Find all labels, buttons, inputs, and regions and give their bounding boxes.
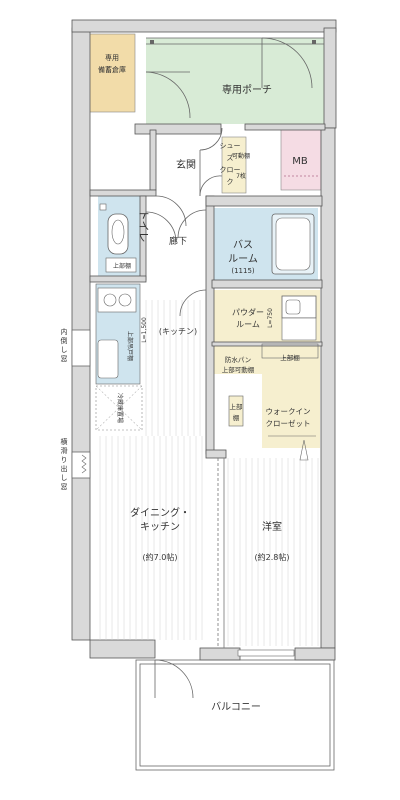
wic-shelf-label: 上部棚 <box>280 353 300 362</box>
western-label: 洋室 <box>262 520 282 533</box>
washpan-label-2: 上部可動棚 <box>222 365 255 374</box>
window-label-char: 窓 <box>61 482 68 491</box>
window-label-char: 横 <box>61 437 68 446</box>
wash-area <box>212 344 262 374</box>
powder-label-2: ルーム <box>236 320 260 329</box>
dining-label-1: ダイニング・ <box>130 506 190 519</box>
toilet-fixture <box>99 203 137 273</box>
wic-shelf <box>261 343 319 359</box>
toilet-label: トイレ <box>137 210 150 243</box>
kitchen-label: (キッチン) <box>159 327 197 336</box>
side-shelf-label-1: 上部 <box>230 402 244 411</box>
porch-area <box>146 38 324 124</box>
dining-label-2: キッチン <box>140 521 180 533</box>
balcony-label: バルコニー <box>211 701 261 713</box>
window-label-char: り <box>61 456 68 464</box>
window-sliding-zigzag <box>81 454 87 474</box>
toilet-shelf-label: 上部棚 <box>113 262 131 270</box>
window-label-char: 内 <box>61 327 68 336</box>
balcony-door <box>154 659 194 699</box>
shoe-closet-4: ク <box>227 178 234 186</box>
kitchen-upper-label: 上部吊戸棚 <box>126 331 134 361</box>
hall-door <box>155 195 187 227</box>
powder-door <box>179 289 207 317</box>
fridge-label: 冷蔵庫置場 <box>116 393 124 423</box>
powder-label-1: パウダー <box>232 307 264 317</box>
bath-label-3: (1115) <box>231 267 255 275</box>
kitchen-l-label: L=1,500 <box>141 317 148 343</box>
window-label-char: 滑 <box>61 446 68 455</box>
powder-l-label: L=750 <box>267 308 274 328</box>
shelves-1: 可動棚 <box>232 152 250 160</box>
wic-door <box>299 439 309 461</box>
kitchen-fixture <box>95 283 143 431</box>
storage-area <box>88 33 136 113</box>
window-label-char: 倒 <box>61 336 68 345</box>
washpan-label-1: 防水パン <box>225 355 251 364</box>
dining-size: (約7.0帖) <box>143 552 178 562</box>
window-label-char: し <box>61 474 68 482</box>
shoe-closet-3: クロー <box>220 166 241 174</box>
bath-label-2: ルーム <box>228 253 258 265</box>
window-label-char: 窓 <box>61 354 68 363</box>
bath-label-1: バス <box>233 239 253 251</box>
toilet-door <box>145 211 177 243</box>
window-label-char: し <box>61 346 68 354</box>
shoe-closet-area <box>221 136 247 194</box>
shoe-closet-1: シュー <box>220 142 241 150</box>
floor-stripes <box>99 300 319 646</box>
western-size: (約2.8帖) <box>255 552 290 562</box>
side-shelf <box>228 395 244 427</box>
porch-lines <box>145 37 324 197</box>
window-label-char: 出 <box>61 464 68 473</box>
storage-label-1: 専用 <box>105 53 119 62</box>
window-sliding <box>71 451 91 479</box>
storage-label-2: 備蓄倉庫 <box>98 65 126 74</box>
window-inward <box>71 329 91 367</box>
bath-door <box>177 209 207 239</box>
shoe-closet-2: ズ <box>227 153 234 162</box>
porch-label: 専用ポーチ <box>222 84 272 96</box>
bath-fixture <box>271 213 315 275</box>
hall-label: 廊下 <box>169 235 187 247</box>
shelves-2: 7枚 <box>236 172 246 180</box>
entrance-label: 玄関 <box>176 158 196 171</box>
wic-label-2: クローゼット <box>266 418 311 428</box>
side-shelf-label-2: 棚 <box>233 413 240 422</box>
wic-area <box>262 344 320 448</box>
wic-label-1: ウォークイン <box>266 407 311 416</box>
mb-label: MB <box>292 156 308 167</box>
powder-fixture <box>281 295 317 341</box>
